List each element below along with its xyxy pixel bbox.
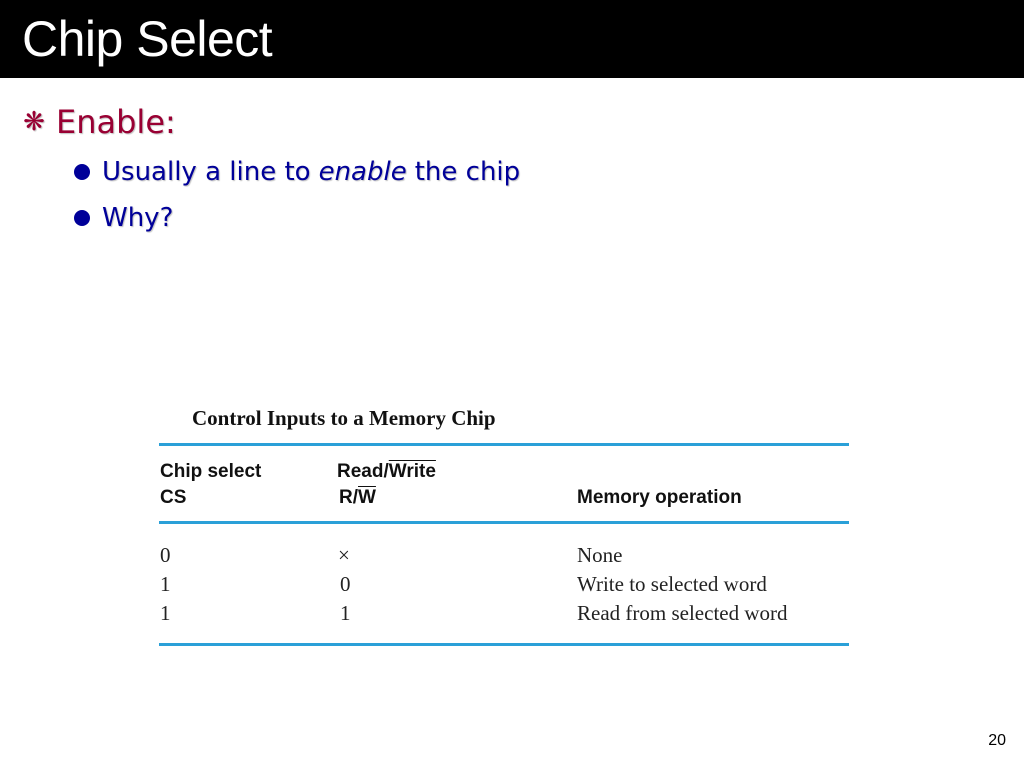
header-chip-select: Chip select [160, 461, 262, 482]
table-bottom-rule [159, 643, 849, 646]
table-top-rule [159, 443, 849, 446]
bullet-usually-suffix: the chip [414, 157, 521, 187]
header-read-write: Read/Write [337, 460, 436, 484]
bullet-usually-italic: enable [318, 157, 407, 187]
cell-rw: 0 [340, 572, 351, 596]
header-cs: CS [160, 487, 187, 508]
bullet-usually: Usually a line to enable the chip [74, 154, 520, 190]
cell-operation: Write to selected word [577, 572, 767, 596]
cell-cs: 1 [160, 572, 171, 596]
cell-rw: 1 [340, 601, 351, 625]
header-w-bar: W [358, 487, 376, 508]
title-bar: Chip Select [0, 0, 1024, 78]
page-number: 20 [988, 732, 1006, 749]
bullet-usually-prefix: Usually a line to [102, 157, 311, 187]
cell-cs: 1 [160, 601, 171, 625]
table-header-rule [159, 521, 849, 524]
bullet-dot-icon [74, 210, 90, 226]
header-r: R/ [339, 487, 358, 508]
asterisk-icon: ❋ [23, 107, 45, 137]
header-memory-operation: Memory operation [577, 487, 742, 508]
bullet-dot-icon [74, 164, 90, 180]
cell-operation: None [577, 543, 623, 567]
bullet-enable: ❋ Enable: [22, 100, 176, 144]
header-rw: R/W [339, 486, 376, 510]
cell-cs: 0 [160, 543, 171, 567]
header-read: Read/ [337, 461, 389, 482]
cell-operation: Read from selected word [577, 601, 788, 625]
cell-rw: × [338, 543, 350, 567]
table-caption: Control Inputs to a Memory Chip [192, 406, 496, 430]
bullet-why-text: Why? [102, 203, 174, 233]
bullet-why: Why? [74, 200, 173, 236]
slide-title: Chip Select [22, 11, 273, 67]
header-write: Write [388, 461, 436, 482]
bullet-enable-text: Enable: [56, 103, 176, 141]
